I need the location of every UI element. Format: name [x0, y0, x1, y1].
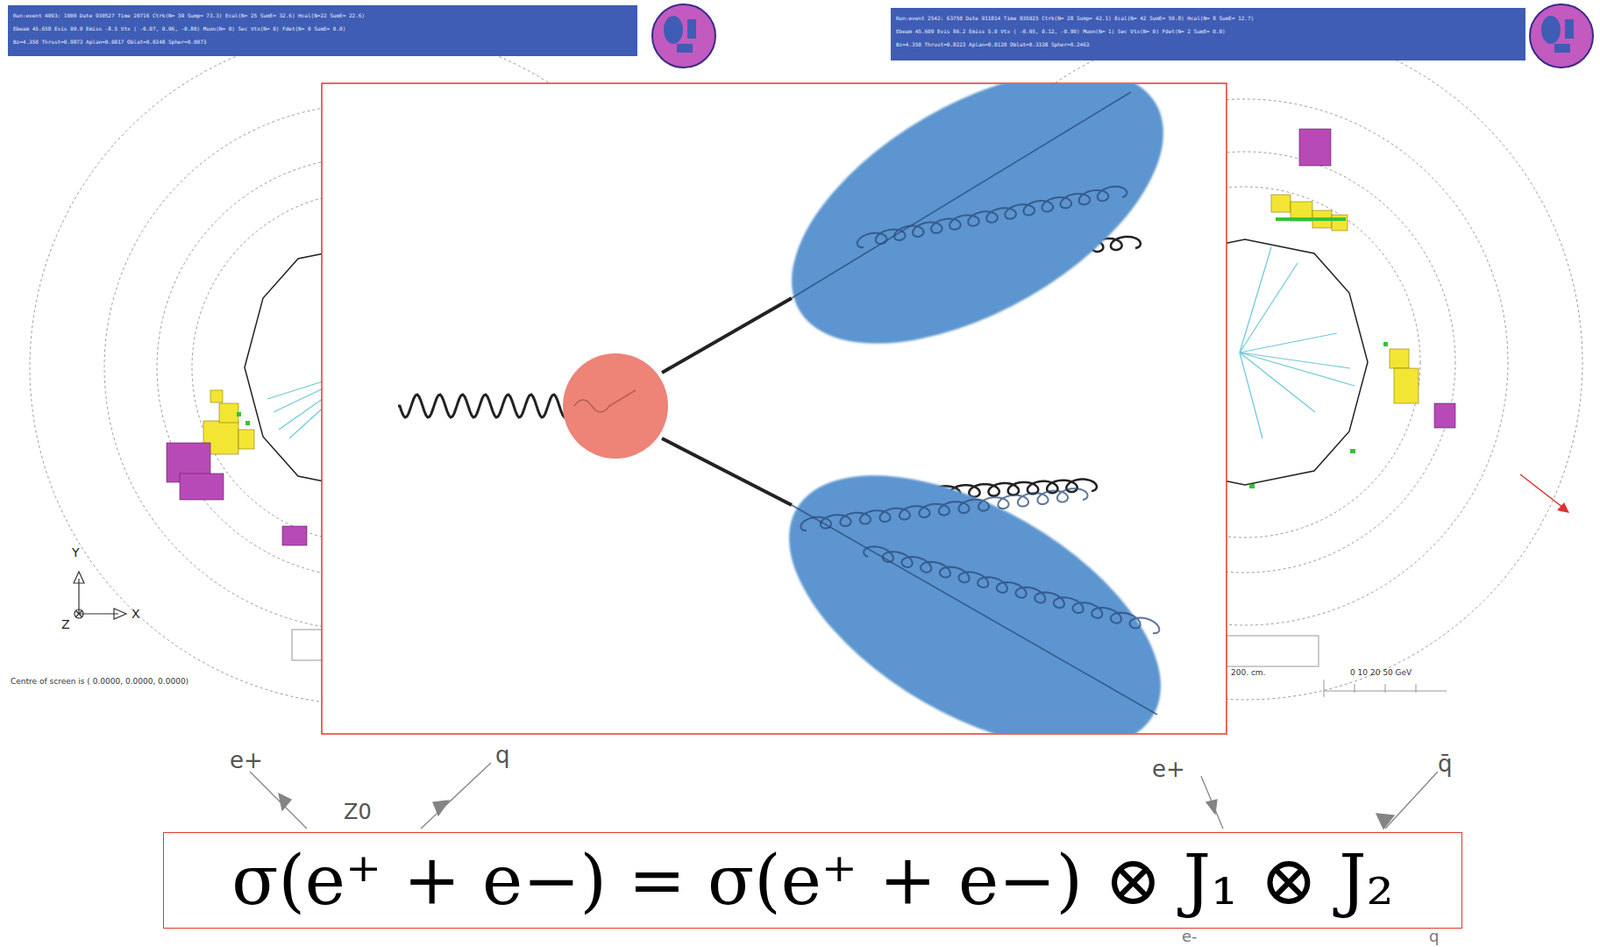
scale-label: 200. cm. — [1230, 668, 1266, 677]
particle-label: e- — [1181, 926, 1198, 946]
event-info-line: Ebeam 45.609 Evis 86.2 Emiss 5.0 Vtx ( -… — [896, 24, 1521, 38]
formula-box: σ(e⁺ + e−) = σ(e⁺ + e−) ⊗ J₁ ⊗ J₂ — [163, 832, 1463, 929]
formula-text: σ(e⁺ + e−) = σ(e⁺ + e−) ⊗ J₁ ⊗ J₂ — [231, 840, 1394, 920]
event-info-panel: Run:event 2542: 63750 Date 911014 Time 0… — [890, 7, 1526, 61]
event-info-line: Run:event 2542: 63750 Date 911014 Time 0… — [896, 11, 1521, 25]
axis-label: X — [131, 606, 141, 621]
particle-label: q — [495, 741, 511, 768]
event-info-panel: Run:event 4093: 1000 Date 930527 Time 20… — [7, 5, 638, 57]
screen-centre-note: Centre of screen is ( 0.0000, 0.0000, 0.… — [10, 676, 189, 686]
particle-label: q̄ — [1437, 750, 1453, 777]
event-info-line: Bz=4.350 Thrust=0.9873 Aplan=0.0017 Obla… — [13, 35, 633, 49]
axis-label: Z — [61, 617, 71, 632]
axis-label: Y — [71, 545, 80, 560]
particle-label: e+ — [1152, 755, 1186, 783]
scale-label: 0 10 20 50 GeV — [1350, 668, 1412, 677]
particle-label: e+ — [229, 746, 264, 774]
particle-label: Z0 — [343, 799, 372, 825]
event-info-line: Ebeam 45.658 Evis 99.9 Emiss -8.5 Vtx ( … — [13, 21, 633, 36]
particle-label: q — [1429, 926, 1439, 946]
event-info-line: Run:event 4093: 1000 Date 930527 Time 20… — [13, 8, 633, 22]
event-info-line: Bz=4.350 Thrust=0.8223 Aplan=0.0120 Obla… — [896, 37, 1521, 51]
